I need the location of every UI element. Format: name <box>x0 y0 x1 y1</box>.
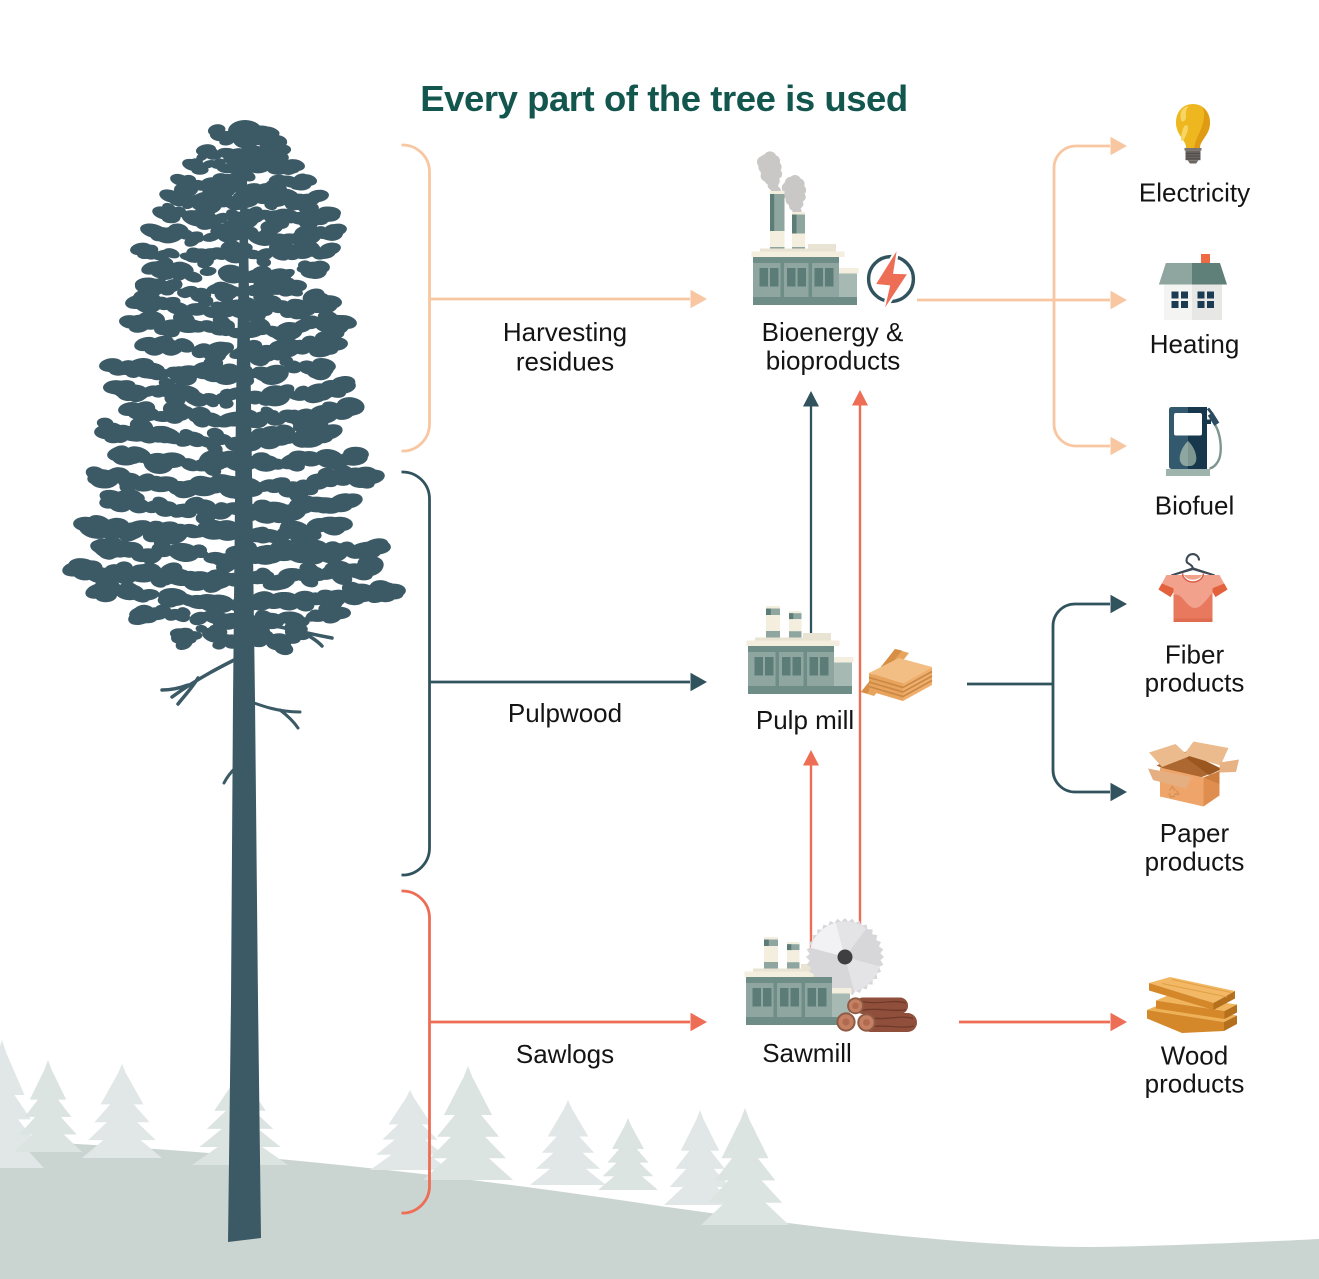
svg-text:Sawlogs: Sawlogs <box>516 1039 614 1069</box>
svg-text:Heating: Heating <box>1150 329 1240 359</box>
svg-text:Paper: Paper <box>1160 818 1230 848</box>
svg-text:Sawmill: Sawmill <box>762 1038 852 1068</box>
svg-text:Every part of the tree is used: Every part of the tree is used <box>420 78 908 119</box>
svg-text:products: products <box>1145 846 1245 876</box>
svg-text:Biofuel: Biofuel <box>1155 490 1235 520</box>
svg-text:Pulp mill: Pulp mill <box>756 705 854 735</box>
svg-text:residues: residues <box>516 347 614 377</box>
svg-text:products: products <box>1145 1069 1245 1099</box>
svg-text:Electricity: Electricity <box>1139 178 1250 208</box>
svg-text:Wood: Wood <box>1161 1041 1228 1071</box>
svg-text:Bioenergy &: Bioenergy & <box>762 317 904 347</box>
svg-text:Pulpwood: Pulpwood <box>508 698 622 728</box>
svg-text:Harvesting: Harvesting <box>503 317 627 347</box>
svg-text:products: products <box>1145 668 1245 698</box>
svg-text:bioproducts: bioproducts <box>766 346 900 376</box>
svg-text:Fiber: Fiber <box>1165 639 1225 669</box>
